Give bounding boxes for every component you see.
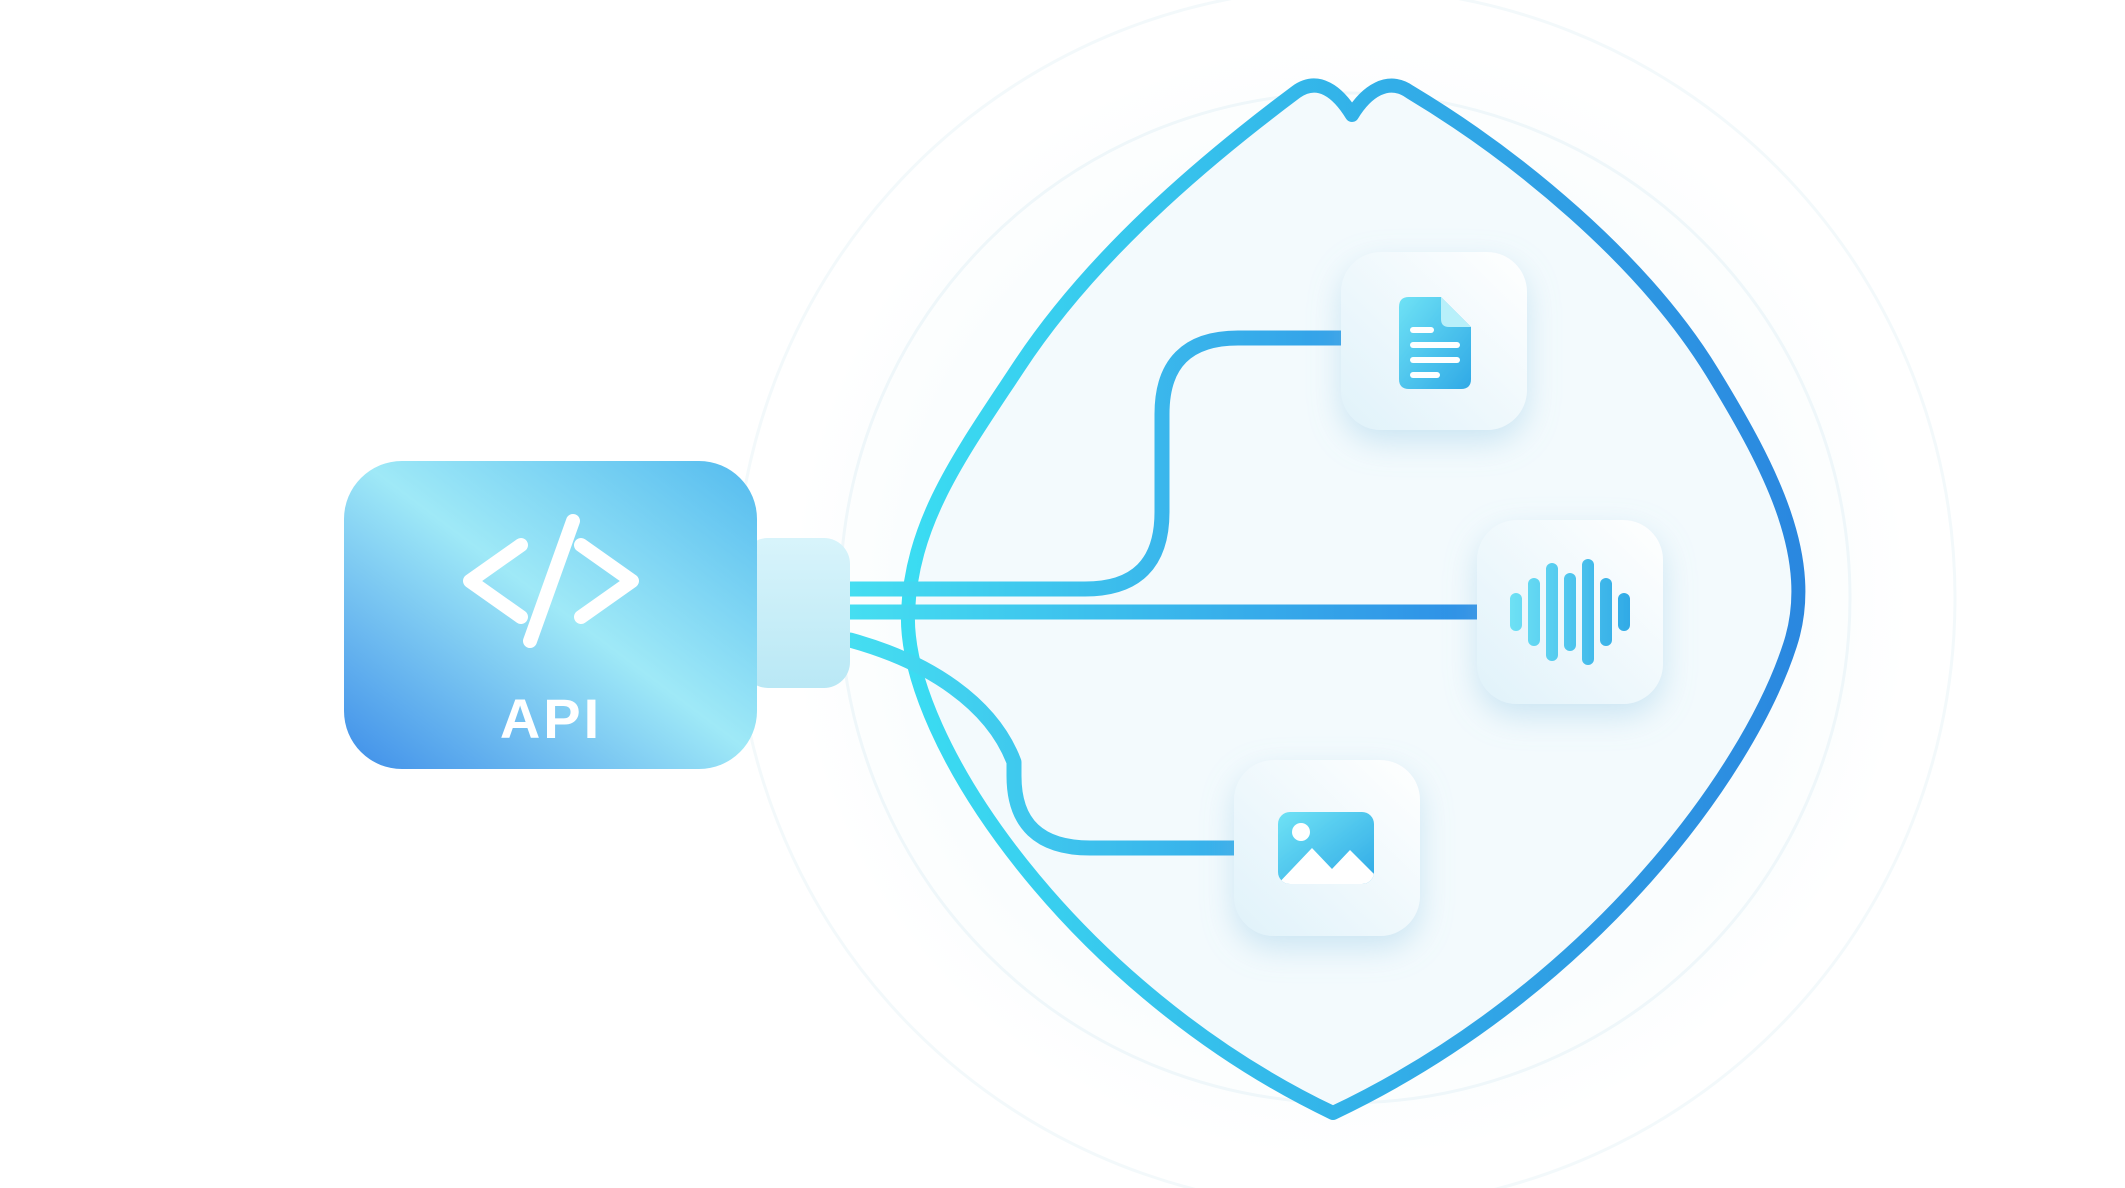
image-card xyxy=(1234,760,1420,936)
document-icon xyxy=(1399,297,1471,389)
api-box: API xyxy=(344,461,757,769)
connector-line-bottom xyxy=(842,632,1253,856)
shield-icon xyxy=(900,78,1806,1120)
code-icon xyxy=(463,514,639,648)
audio-card xyxy=(1477,520,1663,704)
connector-plug xyxy=(742,538,850,688)
api-box-body xyxy=(344,461,757,769)
image-icon xyxy=(1278,812,1374,884)
document-card xyxy=(1341,252,1527,430)
api-label: API xyxy=(500,687,602,750)
connector-line-top xyxy=(842,330,1358,597)
audio-waveform-icon xyxy=(1510,559,1630,665)
connector-lines xyxy=(842,330,1493,856)
